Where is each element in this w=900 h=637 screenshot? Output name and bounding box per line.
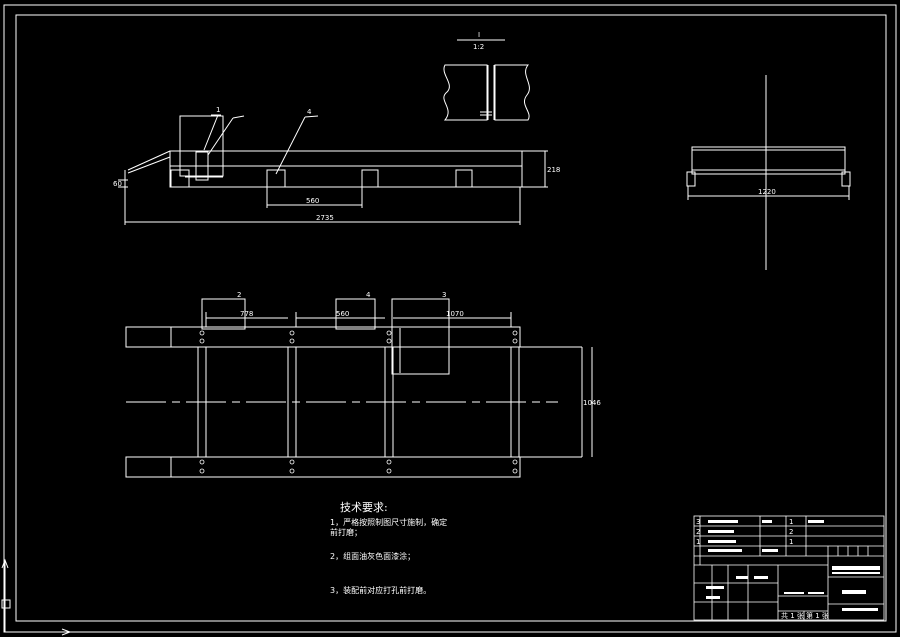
plan-leader-3: 3: [442, 291, 446, 299]
plan-dim-1: 778: [240, 310, 253, 318]
front-dim-small: 60: [113, 180, 122, 188]
section-label-scale: 1:2: [473, 43, 484, 51]
tb-row-no-1: 1: [696, 538, 700, 546]
section-detail: [443, 39, 530, 121]
front-leader-1: 1: [216, 106, 220, 114]
plan-view: [125, 298, 593, 478]
tb-row-qty-2: 2: [789, 528, 793, 536]
tb-row-qty-1: 1: [789, 538, 793, 546]
plan-dim-2: 560: [336, 310, 349, 318]
inner-border: [15, 14, 887, 622]
tech-requirements-title: 技术要求:: [340, 501, 388, 514]
tech-note-3: 3，装配前对应打孔前打磨。: [330, 586, 432, 595]
tb-row-no-2: 2: [696, 528, 700, 536]
tech-note-2: 2，组面油灰色面漆涂；: [330, 552, 416, 561]
tech-note-1: 1，严格按照制图尺寸施制，确定前打磨；: [330, 518, 448, 537]
front-view: [118, 114, 548, 225]
front-dim-spacing: 560: [306, 197, 319, 205]
tb-row-qty-3: 1: [789, 518, 793, 526]
ucs-icon: [1, 558, 72, 636]
outer-border: [3, 4, 897, 633]
tb-sheet-no: 第 1 张: [806, 611, 829, 620]
section-label-top: I: [478, 31, 480, 39]
plan-leader-2: 2: [237, 291, 241, 299]
tb-sheet-total: 共 1 张: [781, 611, 804, 620]
front-leader-4: 4: [307, 108, 312, 116]
front-dim-height: 218: [547, 166, 560, 174]
title-block-hatch: [706, 520, 880, 611]
plan-leader-4: 4: [366, 291, 371, 299]
side-dim-width: 1220: [758, 188, 776, 196]
title-block: [693, 515, 885, 621]
tb-row-no-3: 3: [696, 518, 700, 526]
side-view: [686, 75, 851, 270]
plan-dim-height: 1046: [583, 399, 601, 407]
front-dim-overall: 2735: [316, 214, 334, 222]
plan-dim-3: 1070: [446, 310, 464, 318]
